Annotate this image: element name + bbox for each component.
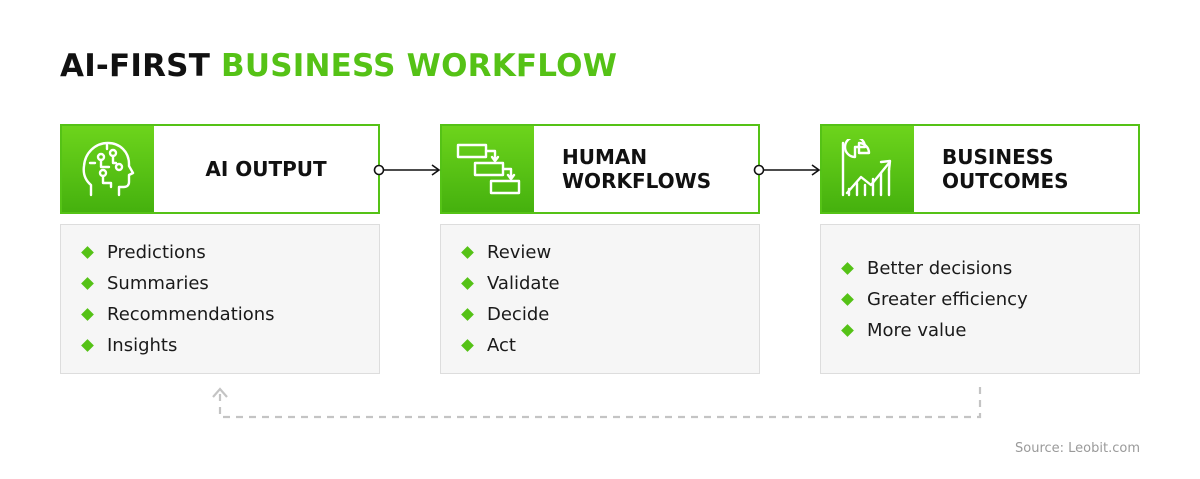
list-item: Decide <box>461 299 759 330</box>
card-icon-box <box>442 126 534 212</box>
connector-arrow-1 <box>373 164 441 176</box>
card-heading-line: BUSINESS <box>942 145 1054 169</box>
feedback-loop-arrow <box>212 387 982 419</box>
list-item: Recommendations <box>81 299 379 330</box>
source-credit: Source: Leobit.com <box>1015 441 1140 456</box>
title-part-2: BUSINESS WORKFLOW <box>221 48 618 84</box>
card-business-outcomes-list: Better decisions Greater efficiency More… <box>820 224 1140 374</box>
title-part-1: AI-FIRST <box>60 48 211 84</box>
list-item: Summaries <box>81 268 379 299</box>
list-item: Act <box>461 330 759 361</box>
growth-chart-icon <box>841 139 892 197</box>
card-heading-line: WORKFLOWS <box>562 169 712 193</box>
workflow-steps-icon <box>456 143 521 195</box>
list-item: Validate <box>461 268 759 299</box>
card-heading-line: OUTCOMES <box>942 169 1069 193</box>
card-heading-line: HUMAN <box>562 145 648 169</box>
list-item: Better decisions <box>841 253 1139 284</box>
card-human-workflows-header: HUMAN WORKFLOWS <box>440 124 760 214</box>
list-item: Insights <box>81 330 379 361</box>
card-ai-output-list: Predictions Summaries Recommendations In… <box>60 224 380 374</box>
card-human-workflows-list: Review Validate Decide Act <box>440 224 760 374</box>
connector-arrow-2 <box>753 164 821 176</box>
card-heading: AI OUTPUT <box>154 126 378 212</box>
list-item: More value <box>841 315 1139 346</box>
card-heading: BUSINESS OUTCOMES <box>914 126 1138 212</box>
card-business-outcomes-header: BUSINESS OUTCOMES <box>820 124 1140 214</box>
card-ai-output-header: AI OUTPUT <box>60 124 380 214</box>
page-title: AI-FIRST BUSINESS WORKFLOW <box>60 48 617 84</box>
list-item: Predictions <box>81 237 379 268</box>
card-heading: HUMAN WORKFLOWS <box>534 126 758 212</box>
list-item: Greater efficiency <box>841 284 1139 315</box>
card-heading-line: AI OUTPUT <box>205 157 327 181</box>
card-icon-box <box>822 126 914 212</box>
list-item: Review <box>461 237 759 268</box>
ai-head-circuit-icon <box>82 141 135 197</box>
card-icon-box <box>62 126 154 212</box>
